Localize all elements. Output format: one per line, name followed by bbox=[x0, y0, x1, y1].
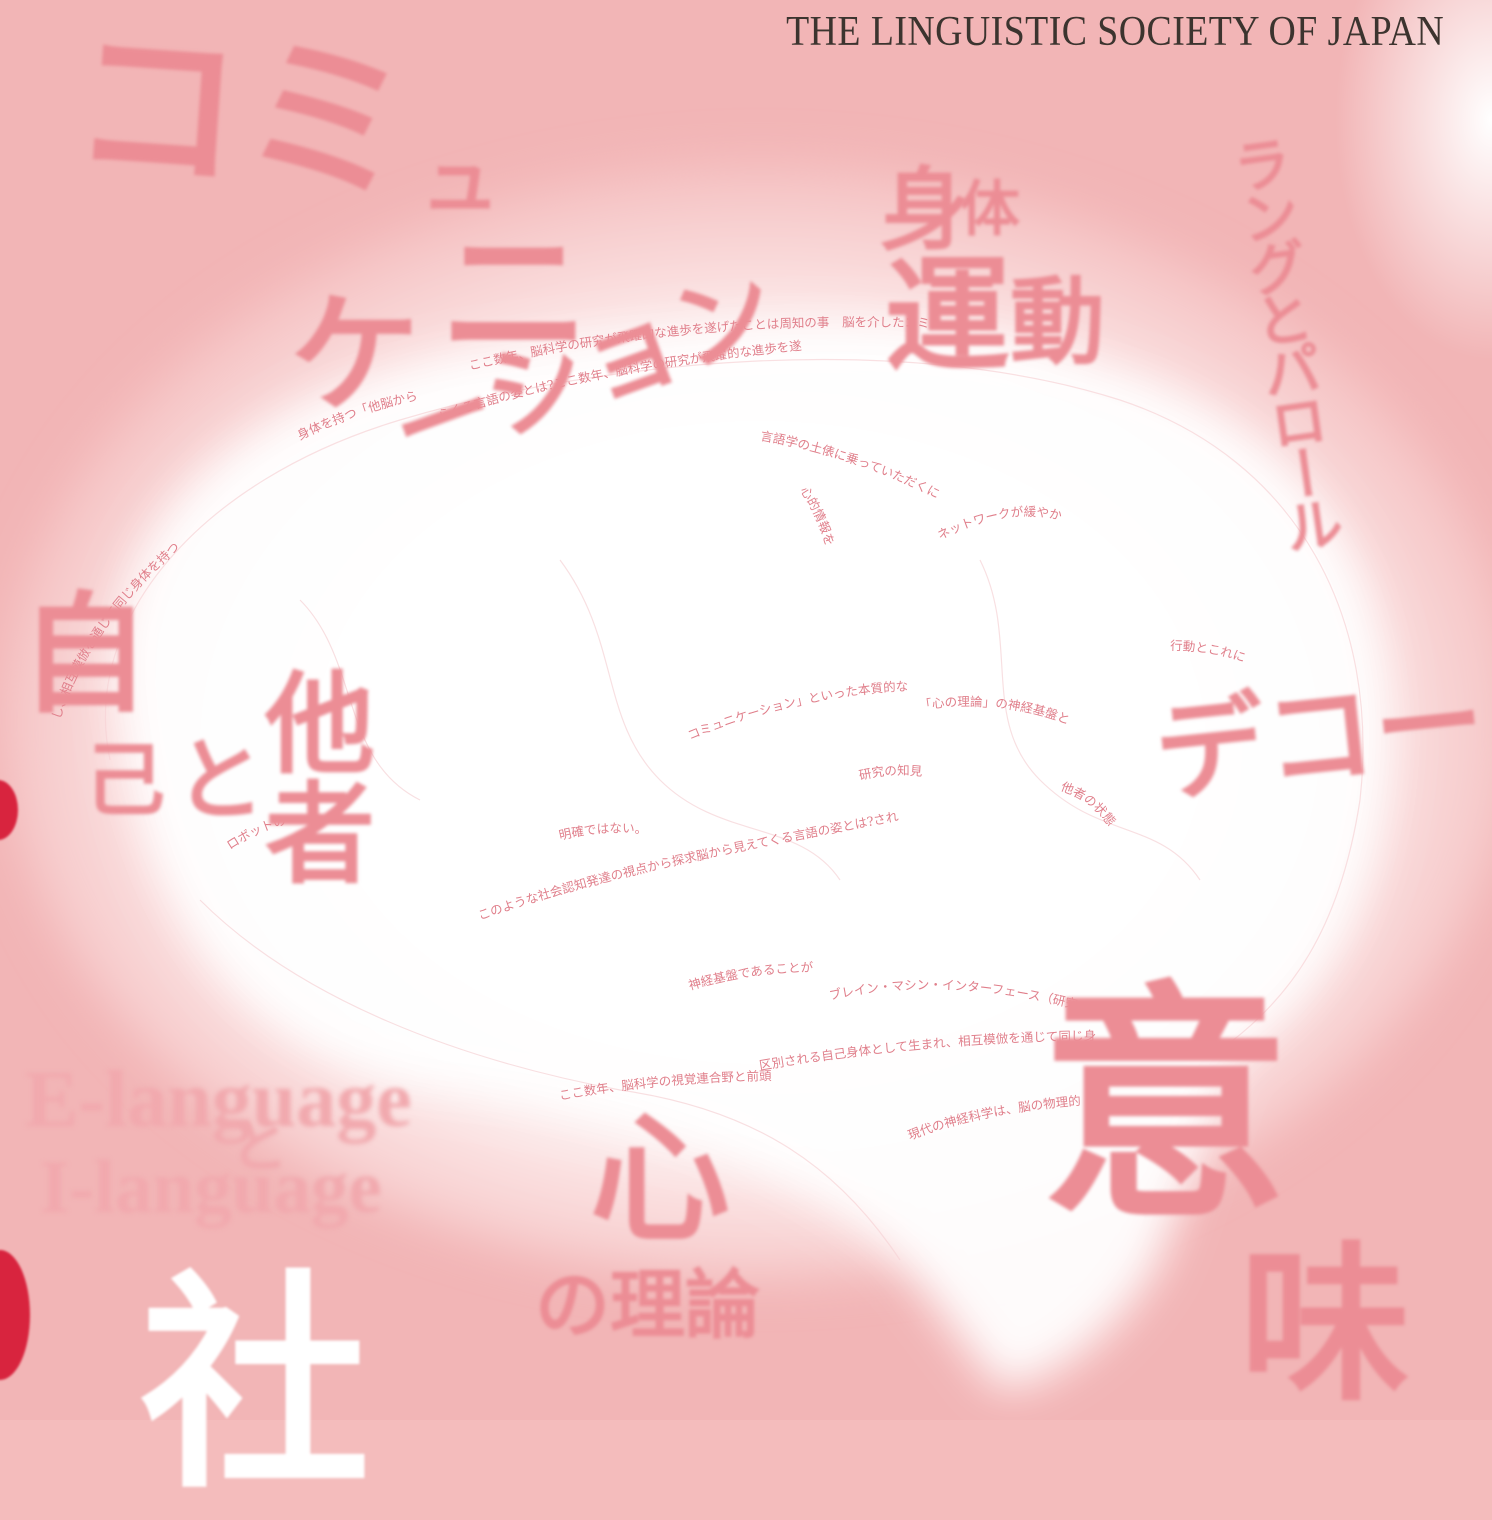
keyword-body-un: 運 bbox=[885, 244, 1010, 390]
keyword-body-small: 体 bbox=[960, 175, 1020, 245]
keyword-other-mono: 者 bbox=[265, 770, 375, 899]
keyword-body-dou: 動 bbox=[1010, 267, 1106, 378]
keyword-meaning-i: 意 bbox=[1040, 958, 1290, 1252]
svg-text:「心の理論」の神経基盤と: 「心の理論」の神経基盤と bbox=[918, 694, 1072, 727]
keyword-meaning-mi: 味 bbox=[1240, 1225, 1411, 1425]
brain-line-18: 神経基盤であることが bbox=[687, 960, 814, 993]
keyword-other: 他 bbox=[265, 660, 375, 789]
keyword-e-language: E-language bbox=[25, 1056, 412, 1144]
brain-line-17: コミュニケーション」といった本質的な bbox=[685, 678, 908, 742]
keyword-communication-ni: ニ bbox=[440, 207, 591, 383]
keyword-body-mi: 身 bbox=[880, 157, 970, 263]
svg-text:心的情報を: 心的情報を bbox=[798, 484, 838, 548]
keyword-communication-komi: コミ bbox=[65, 3, 419, 227]
keyword-theory-of-mind-small: の理論 bbox=[535, 1261, 761, 1349]
keyword-communication-ke: ケ bbox=[290, 278, 421, 431]
brain-line-16: 行動とこれに bbox=[1170, 638, 1248, 665]
brain-line-5: 心的情報を bbox=[798, 484, 838, 548]
keyword-to: と bbox=[230, 1114, 289, 1179]
red-accent-top bbox=[0, 780, 18, 840]
keyword-self-to: と bbox=[175, 727, 265, 833]
brain-line-8: 研究の知見 bbox=[858, 763, 924, 783]
svg-text:コミュニケーション」といった本質的な: コミュニケーション」といった本質的な bbox=[685, 678, 908, 742]
svg-text:研究の知見: 研究の知見 bbox=[858, 763, 924, 783]
brain-line-7: 「心の理論」の神経基盤と bbox=[918, 694, 1072, 727]
svg-text:行動とこれに: 行動とこれに bbox=[1170, 638, 1248, 665]
brain-lines: ここ数年、脳科学の研究が飛躍的な進歩を遂げたことは周知の事 脳を介したコミ らく… bbox=[0, 0, 1364, 1261]
keyword-theory-of-mind-big: 心 bbox=[590, 1098, 731, 1262]
society-title: THE LINGUISTIC SOCIETY OF JAPAN bbox=[786, 9, 1444, 55]
svg-text:明確ではない。: 明確ではない。 bbox=[557, 820, 648, 842]
keyword-self: 自 bbox=[20, 578, 151, 731]
keyword-self-ko: 己 bbox=[85, 733, 165, 827]
keyword-i-language: I-language bbox=[40, 1146, 382, 1229]
svg-text:他者の状態: 他者の状態 bbox=[1059, 779, 1119, 829]
svg-text:神経基盤であることが: 神経基盤であることが bbox=[687, 960, 814, 993]
brain-line-10: 明確ではない。 bbox=[557, 820, 648, 842]
keyword-society-partial: 社 bbox=[140, 1250, 371, 1520]
background bbox=[0, 0, 1492, 1390]
keyword-communication-yu: ュ bbox=[420, 133, 500, 227]
brain-line-9: 他者の状態 bbox=[1059, 779, 1119, 829]
